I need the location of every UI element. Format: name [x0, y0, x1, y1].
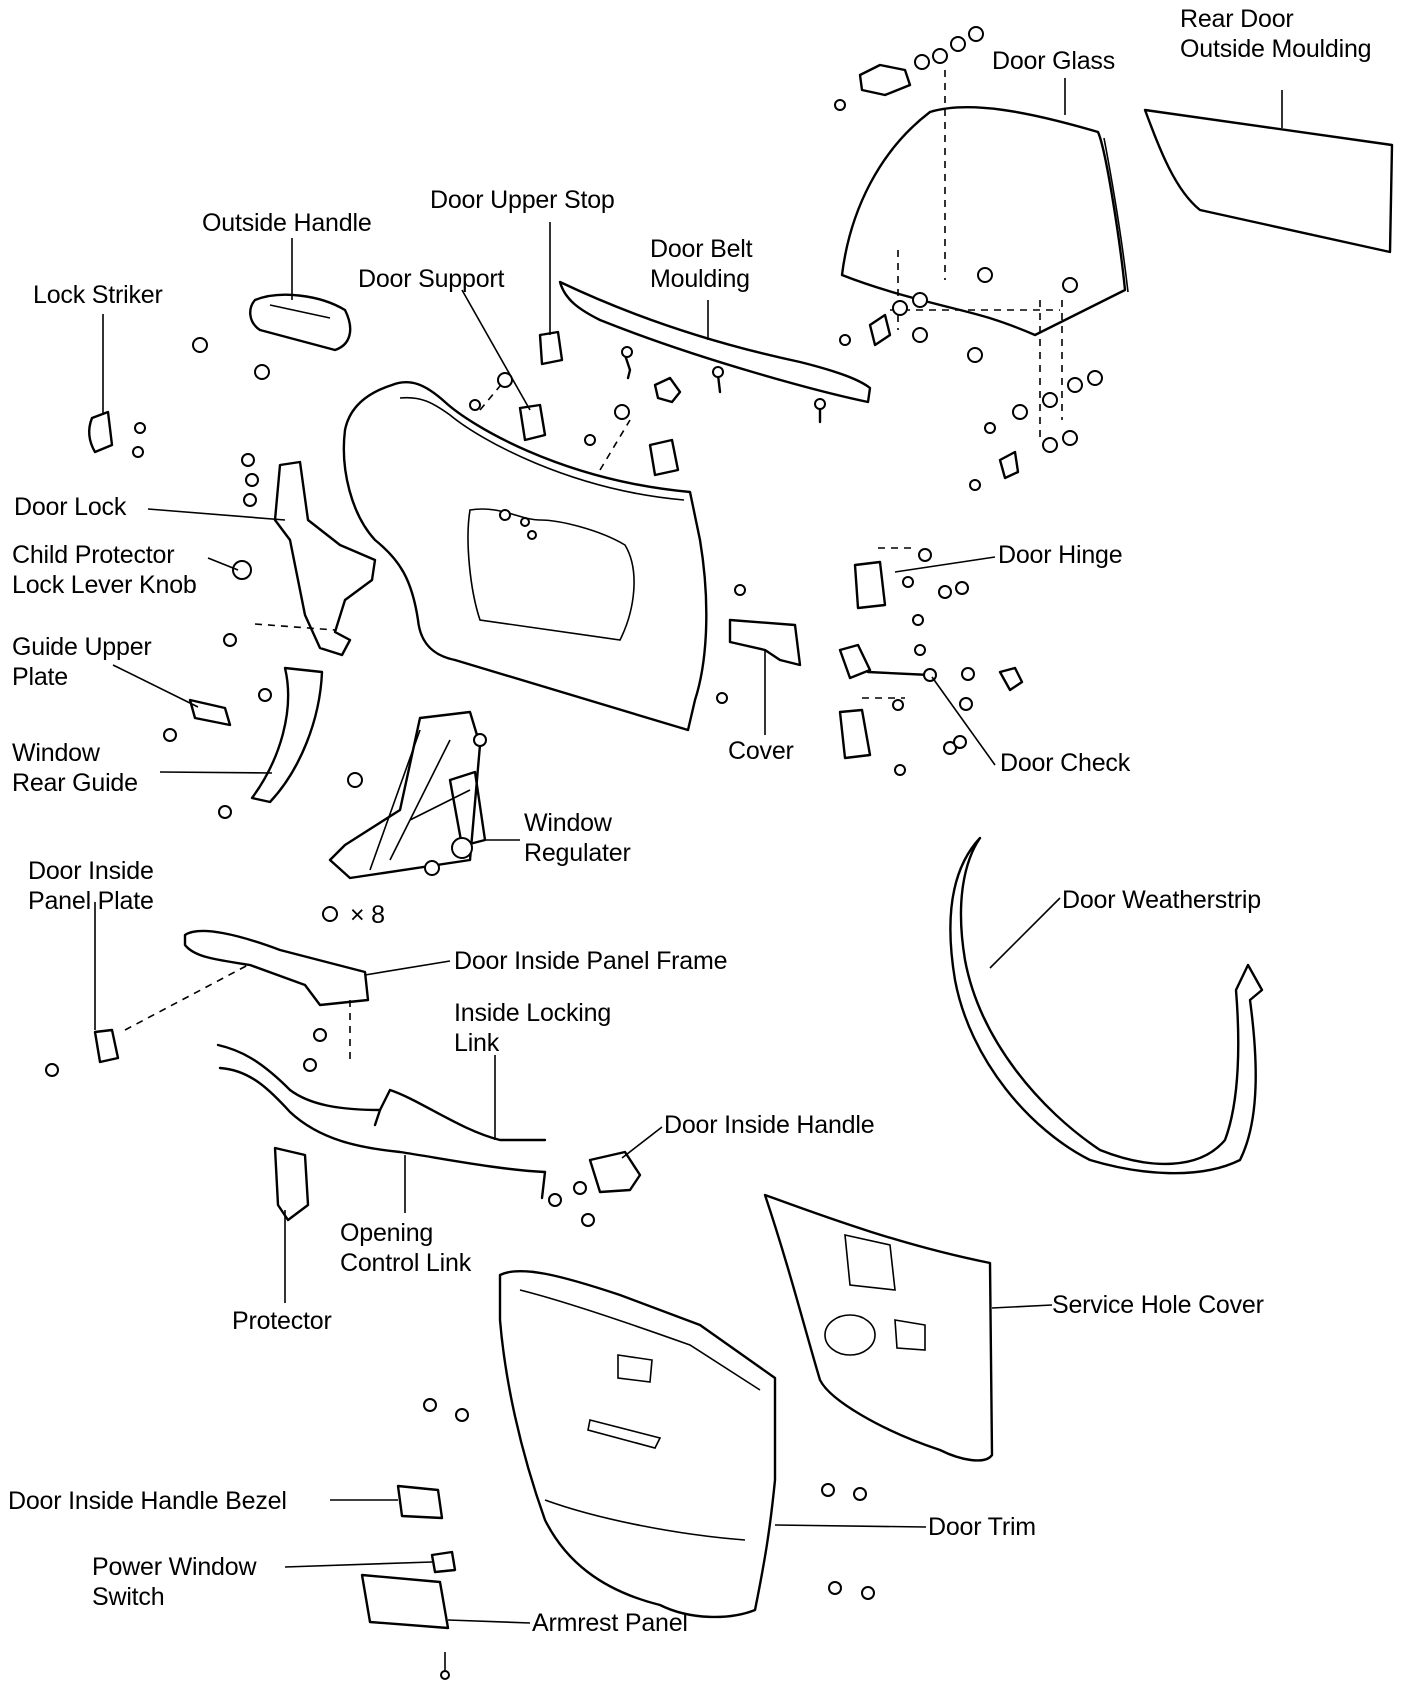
label-service-hole-cover: Service Hole Cover	[1052, 1291, 1264, 1319]
leader-lines	[94, 78, 1283, 1624]
label-power-window-switch: Power Window Switch	[92, 1553, 257, 1611]
door-support-shape	[518, 403, 547, 442]
door-inside-panel-frame-shape	[183, 929, 370, 1007]
label-inside-locking-link: Inside Locking Link	[454, 999, 612, 1057]
label-door-hinge: Door Hinge	[998, 541, 1123, 569]
inside-locking-link-shape	[216, 1043, 547, 1142]
label-window-regulater: Window Regulater	[524, 809, 631, 867]
door-upper-stop-shape	[538, 330, 564, 366]
belt-clips	[621, 346, 826, 424]
rear-door-outside-moulding-shape	[1143, 108, 1394, 254]
label-window-rear-guide: Window Rear Guide	[12, 739, 138, 797]
label-door-inside-handle-bezel: Door Inside Handle Bezel	[8, 1487, 287, 1515]
door-hinge-shape	[853, 547, 969, 626]
label-door-inside-panel-plate: Door Inside Panel Plate	[28, 857, 154, 915]
cover-shape	[728, 618, 802, 667]
door-trim-shape	[423, 1269, 875, 1619]
glass-fasteners	[834, 26, 1103, 491]
label-door-inside-handle: Door Inside Handle	[664, 1111, 875, 1139]
label-door-upper-stop: Door Upper Stop	[430, 186, 615, 214]
label-guide-upper-plate: Guide Upper Plate	[12, 633, 152, 691]
protector-shape	[273, 1146, 310, 1222]
power-window-switch-shape	[430, 1550, 457, 1574]
label-door-support: Door Support	[358, 265, 505, 293]
label-times-8: × 8	[350, 901, 385, 929]
label-lock-striker: Lock Striker	[33, 281, 163, 309]
door-inside-panel-plate-shape	[93, 1028, 120, 1064]
label-armrest-panel: Armrest Panel	[532, 1609, 688, 1637]
outside-handle-shape	[192, 293, 352, 380]
door-belt-moulding-shape	[558, 280, 872, 404]
armrest-panel-shape	[360, 1573, 450, 1630]
label-door-lock: Door Lock	[14, 493, 127, 521]
door-weatherstrip-shape	[949, 836, 1264, 1175]
label-cover: Cover	[728, 737, 794, 765]
label-door-inside-panel-frame: Door Inside Panel Frame	[454, 947, 728, 975]
opening-control-link-shape	[218, 1066, 547, 1200]
label-door-check: Door Check	[1000, 749, 1130, 777]
window-rear-guide-shape	[250, 666, 324, 804]
lock-striker-shape	[88, 410, 114, 454]
label-door-belt-moulding: Door Belt Moulding	[650, 235, 753, 293]
label-rear-door-outside-moulding: Rear Door Outside Moulding	[1180, 5, 1372, 63]
door-inside-handle-shape	[588, 1150, 642, 1194]
door-inside-handle-bezel-shape	[396, 1484, 444, 1520]
door-lock-shape	[273, 460, 377, 657]
label-protector: Protector	[232, 1307, 332, 1335]
door-glass-shape	[840, 106, 1129, 337]
label-child-protector-lock-lever-knob: Child Protector Lock Lever Knob	[12, 541, 197, 599]
label-door-weatherstrip: Door Weatherstrip	[1062, 886, 1261, 914]
label-door-glass: Door Glass	[992, 47, 1116, 75]
door-check-shape	[838, 643, 1024, 776]
door-inner-panel	[342, 380, 708, 732]
guide-upper-plate-shape	[188, 698, 232, 727]
label-opening-control-link: Opening Control Link	[340, 1219, 471, 1277]
window-regulater-shape	[322, 710, 487, 922]
label-outside-handle: Outside Handle	[202, 209, 372, 237]
label-door-trim: Door Trim	[928, 1513, 1036, 1541]
service-hole-cover-shape	[763, 1193, 994, 1462]
